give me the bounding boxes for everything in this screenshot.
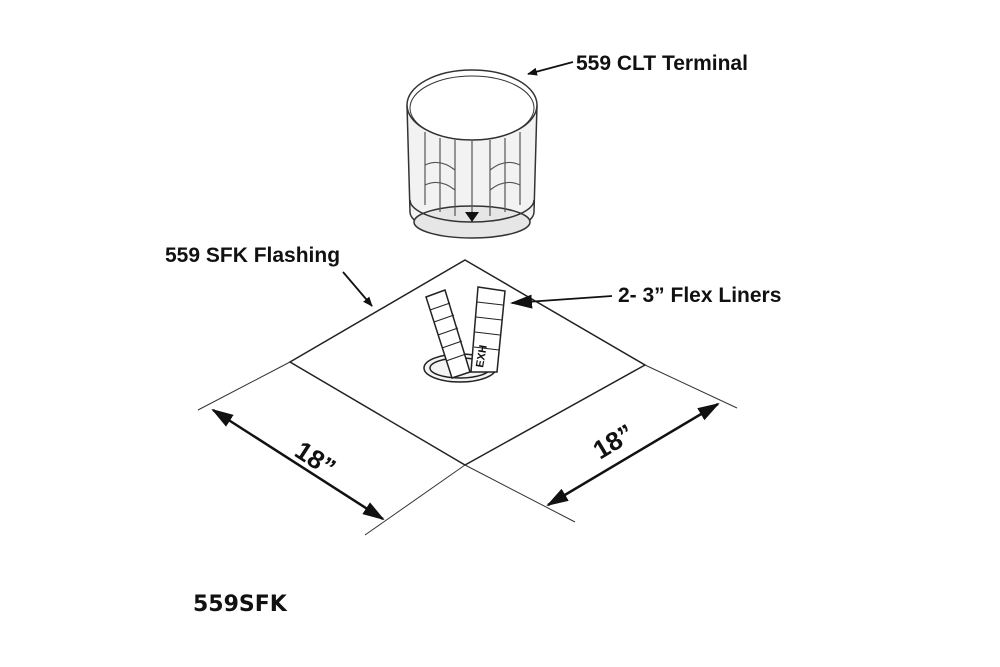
left-dimension-label: 18” xyxy=(290,435,341,483)
liners-leader-arrow xyxy=(510,294,613,309)
left-dimension-arrow xyxy=(211,408,385,521)
right-dimension-label: 18” xyxy=(588,418,639,465)
flex-liners: EXH xyxy=(425,286,506,379)
flashing-leader-arrow xyxy=(342,271,373,307)
liner-marking: EXH xyxy=(474,344,490,368)
model-number: 559SFK xyxy=(193,592,287,617)
clt-terminal xyxy=(406,69,538,239)
flashing-label: 559 SFK Flashing xyxy=(165,244,340,267)
right-dimension-arrow xyxy=(546,402,720,507)
terminal-label: 559 CLT Terminal xyxy=(576,52,748,75)
dimension-extension-lines xyxy=(197,361,738,536)
liners-label: 2- 3” Flex Liners xyxy=(618,284,781,307)
terminal-leader-arrow xyxy=(527,61,574,76)
